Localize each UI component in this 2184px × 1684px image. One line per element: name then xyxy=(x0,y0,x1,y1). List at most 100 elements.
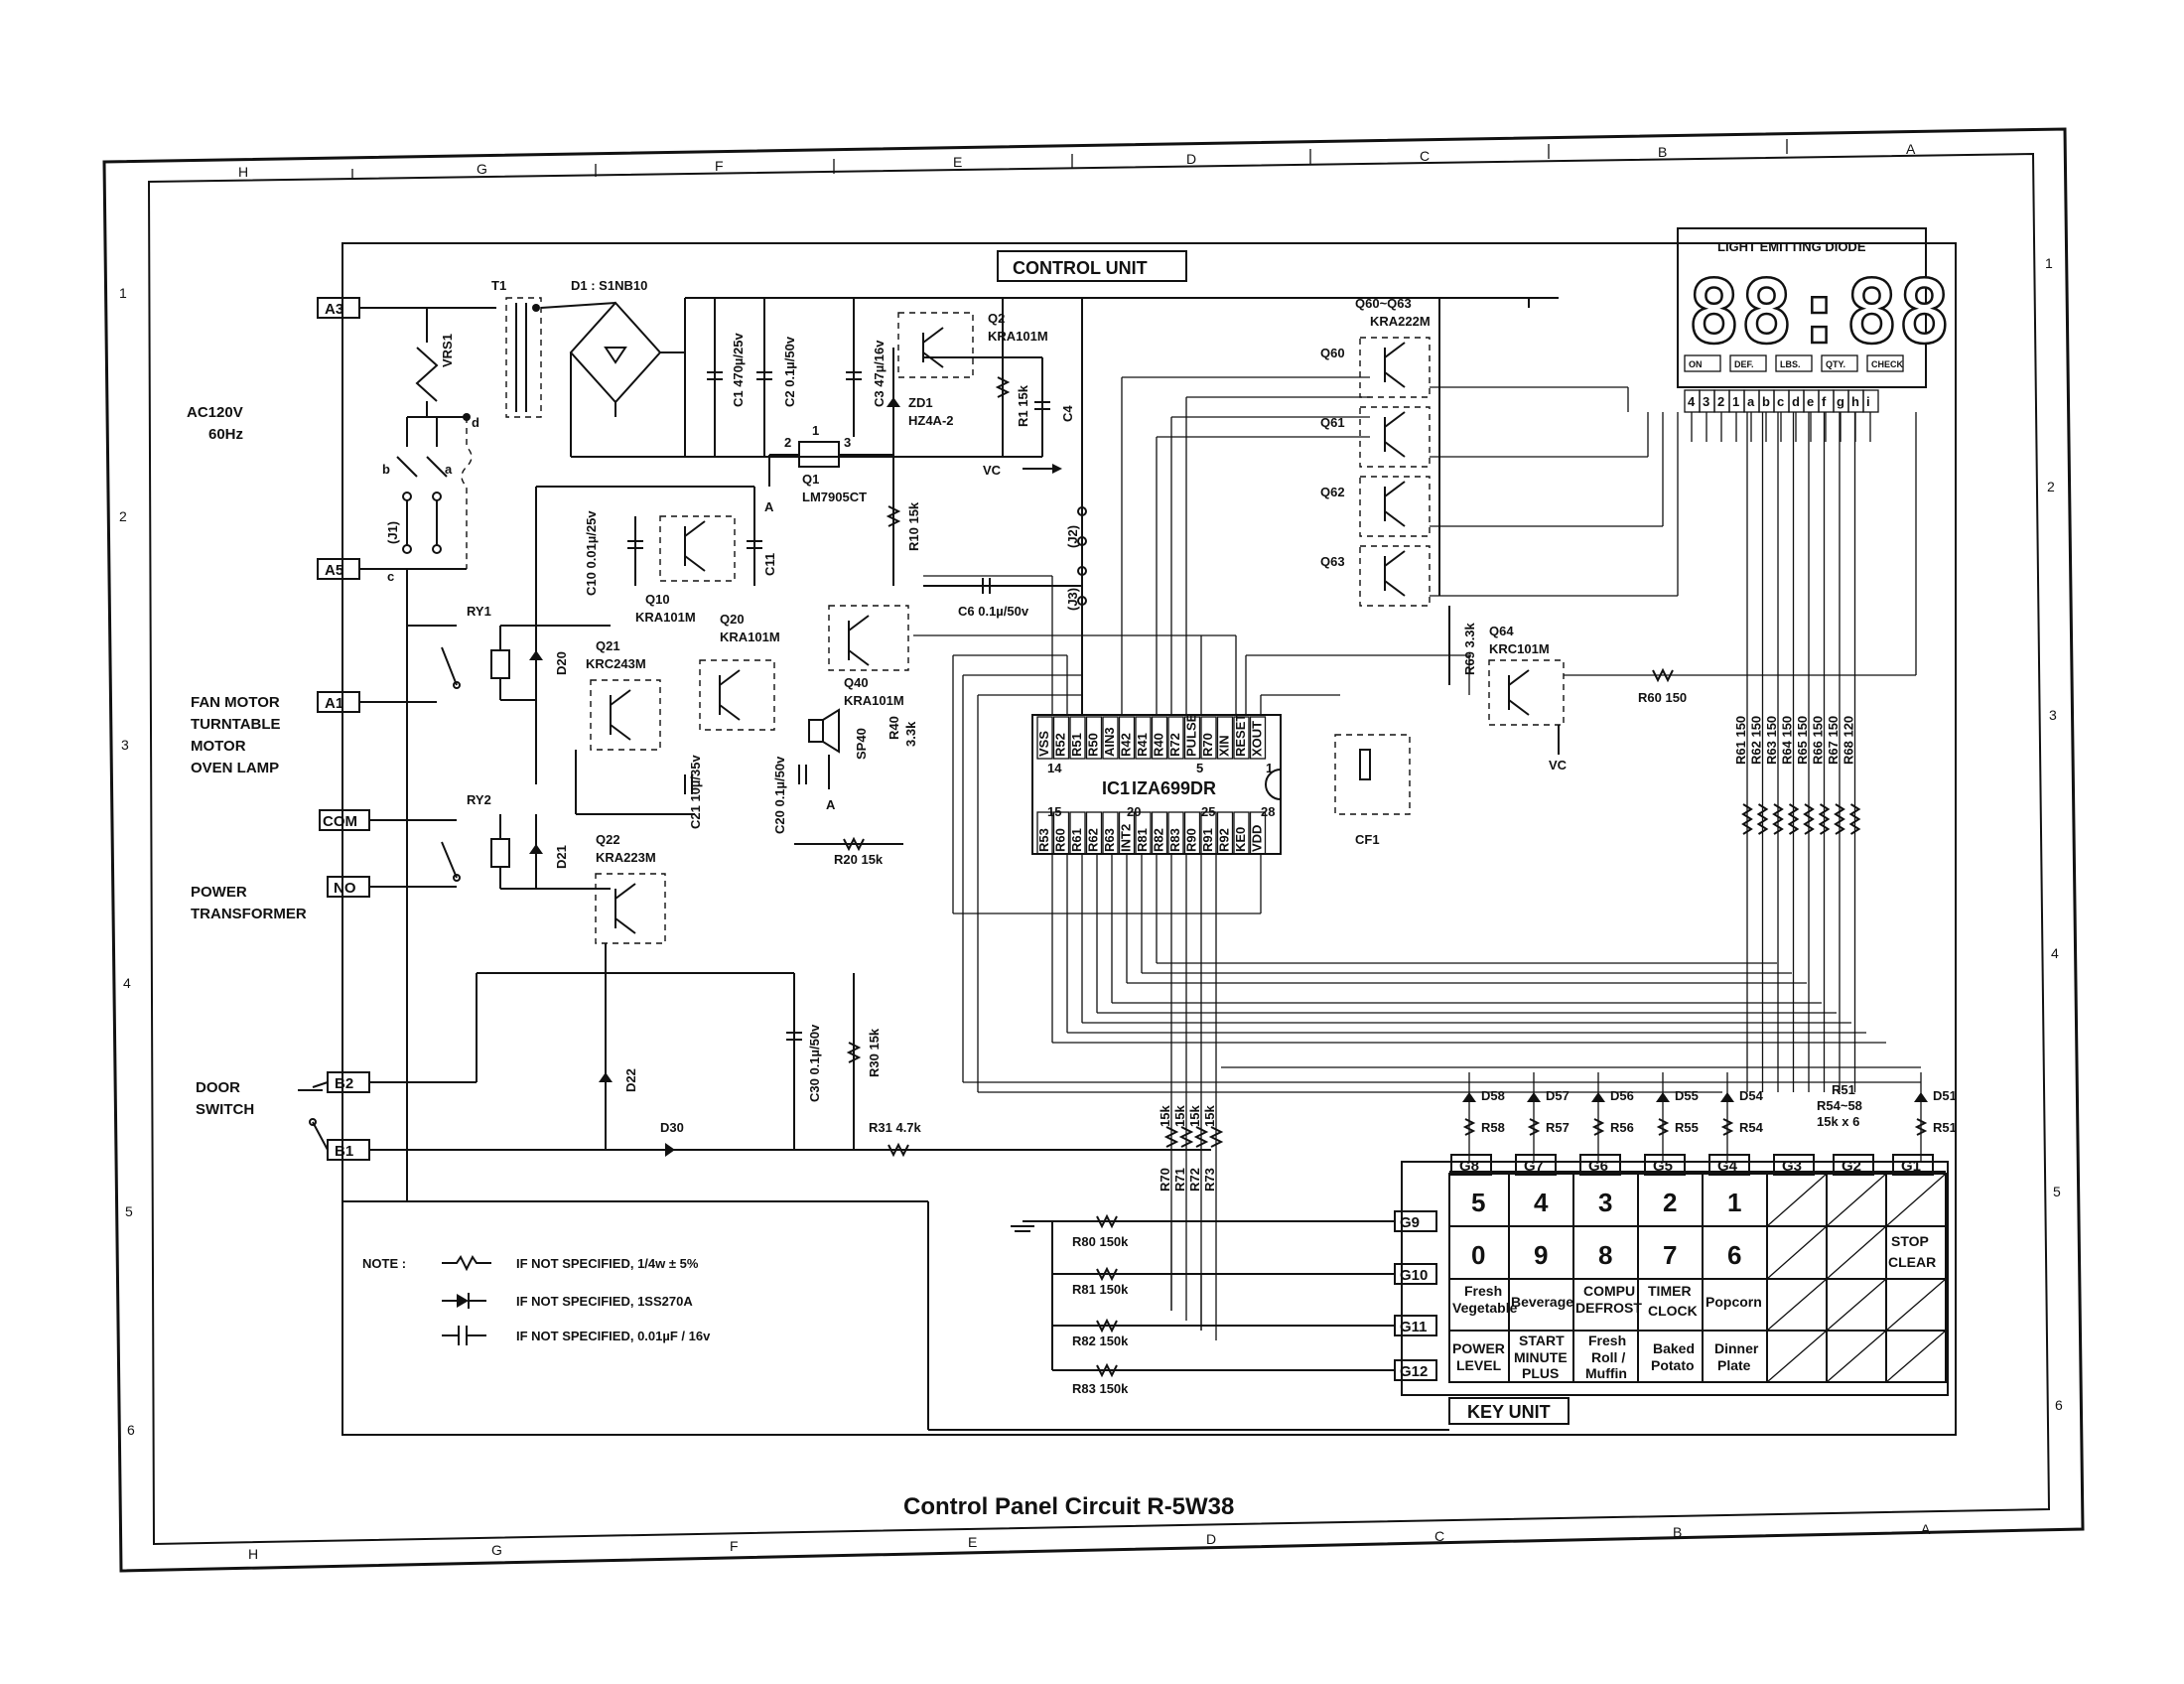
led-title: LIGHT EMITTING DIODE xyxy=(1717,239,1866,254)
fan-motor-label: FAN MOTOR xyxy=(191,694,280,711)
top-rail xyxy=(571,297,1559,496)
ic-pin-top-label: XOUT xyxy=(1250,721,1265,757)
grid-col-b-bottom: B xyxy=(1673,1524,1682,1540)
ic-pin-bottom-label: R62 xyxy=(1086,828,1101,852)
r51-group: R51 R54~58 15k x 6 xyxy=(1817,1082,1862,1129)
c6-label: C6 0.1µ/50v xyxy=(958,604,1029,619)
c2-label: C2 0.1µ/50v xyxy=(782,336,797,407)
segment-resistor-label: R66 150 xyxy=(1811,716,1826,765)
key-clear[interactable]: CLEAR xyxy=(1888,1254,1936,1270)
key-power-1[interactable]: POWER xyxy=(1452,1340,1505,1356)
led-pin: 4 xyxy=(1688,394,1696,409)
regulator-q1: 2 1 3 Q1 LM7905CT A xyxy=(764,423,893,514)
key-timer[interactable]: TIMER xyxy=(1648,1283,1692,1299)
transformer-t1: T1 xyxy=(491,278,542,418)
segment-resistor-label: R67 150 xyxy=(1826,716,1841,765)
key-roll-3[interactable]: Muffin xyxy=(1585,1365,1627,1381)
key-roll-2[interactable]: Roll / xyxy=(1591,1349,1625,1365)
bridge-d1: D1 : S1NB10 xyxy=(540,278,685,457)
c4-label: C4 xyxy=(1060,405,1075,422)
ic-pin-top-label: R70 xyxy=(1200,733,1215,757)
terminal-no: NO xyxy=(334,880,356,897)
terminal-a3: A3 xyxy=(325,301,343,318)
g-row-label: G11 xyxy=(1400,1319,1428,1335)
g-column-label: G3 xyxy=(1782,1158,1802,1175)
led-pin: d xyxy=(1792,394,1800,409)
r71-label: R71 xyxy=(1172,1168,1187,1192)
key-dinner-1[interactable]: Dinner xyxy=(1714,1340,1759,1356)
ic-pin-bottom-label: VDD xyxy=(1250,825,1265,852)
grid-row-1: 1 xyxy=(119,285,127,301)
key-5[interactable]: 5 xyxy=(1471,1188,1485,1217)
switch-d-label: d xyxy=(472,415,479,430)
g-row-label: G12 xyxy=(1400,1363,1428,1380)
d1-label: D1 : S1NB10 xyxy=(571,278,647,293)
key-minute-2[interactable]: PLUS xyxy=(1522,1365,1559,1381)
note-line-3: IF NOT SPECIFIED, 0.01µF / 16v xyxy=(516,1329,711,1343)
key-6[interactable]: 6 xyxy=(1727,1240,1741,1270)
grid-col-e-bottom: E xyxy=(968,1534,977,1550)
terminal-com: COM xyxy=(323,813,357,830)
key-3[interactable]: 3 xyxy=(1598,1188,1612,1217)
key-compu-1[interactable]: COMPU xyxy=(1583,1283,1635,1299)
c30-label: C30 0.1µ/50v xyxy=(807,1024,822,1102)
key-roll-1[interactable]: Fresh xyxy=(1588,1333,1626,1348)
r60-label: R60 150 xyxy=(1638,690,1687,705)
q21-part: KRC243M xyxy=(586,656,646,671)
key-1[interactable]: 1 xyxy=(1727,1188,1741,1217)
q22-part: KRA223M xyxy=(596,850,656,865)
grid-left-labels: 1 2 3 4 5 6 xyxy=(119,285,135,1438)
key-compu-2[interactable]: DEFROST xyxy=(1575,1300,1642,1316)
led-indicator: DEF. xyxy=(1734,359,1754,369)
grid-row-2-right: 2 xyxy=(2047,479,2055,494)
key-popcorn[interactable]: Popcorn xyxy=(1706,1294,1762,1310)
key-dinner-2[interactable]: Plate xyxy=(1717,1357,1751,1373)
key-diode-label: D58 xyxy=(1481,1088,1505,1103)
key-fresh-vegetable-2[interactable]: Vegetable xyxy=(1452,1300,1518,1316)
key-potato-2[interactable]: Potato xyxy=(1651,1357,1695,1373)
ic1-part: IZA699DR xyxy=(1132,778,1216,798)
key-minute-1[interactable]: MINUTE xyxy=(1514,1349,1568,1365)
key-potato-1[interactable]: Baked xyxy=(1653,1340,1695,1356)
q40-block: Q40 KRA101M SP40 R40 3.3k A xyxy=(808,605,918,812)
ic-pin-bottom-label: R81 xyxy=(1135,828,1150,852)
led-pin: 3 xyxy=(1703,394,1709,409)
r51-group-label: R51 xyxy=(1832,1082,1855,1097)
q1-label: Q1 xyxy=(802,472,819,487)
led-digits: 88:88 xyxy=(1688,261,1951,363)
key-0[interactable]: 0 xyxy=(1471,1240,1485,1270)
key-clock[interactable]: CLOCK xyxy=(1648,1303,1698,1319)
grid-row-1-right: 1 xyxy=(2045,255,2053,271)
row-resistors: R80 150k R81 150k R82 150k R83 150k xyxy=(1011,1213,1395,1396)
q20-label: Q20 xyxy=(720,612,745,627)
key-resistor-label: R55 xyxy=(1675,1120,1699,1135)
hz-label: 60Hz xyxy=(208,426,243,443)
led-pin: a xyxy=(1747,394,1755,409)
r10-label: R10 15k xyxy=(906,501,921,551)
key-beverage[interactable]: Beverage xyxy=(1511,1294,1573,1310)
ic-pin-bottom-label: R92 xyxy=(1217,828,1232,852)
key-8[interactable]: 8 xyxy=(1598,1240,1612,1270)
terminal-b2: B2 xyxy=(335,1075,353,1092)
key-9[interactable]: 9 xyxy=(1534,1240,1548,1270)
key-fresh-vegetable-1[interactable]: Fresh xyxy=(1464,1283,1502,1299)
grid-row-6-right: 6 xyxy=(2055,1397,2063,1413)
g-column-label: G8 xyxy=(1459,1158,1479,1175)
key-2[interactable]: 2 xyxy=(1663,1188,1677,1217)
led-pin: c xyxy=(1777,394,1784,409)
r30-label: R30 15k xyxy=(867,1028,882,1077)
ry2-label: RY2 xyxy=(467,792,491,807)
key-4[interactable]: 4 xyxy=(1534,1188,1549,1217)
jumpers: (J2) (J3) C6 0.1µ/50v xyxy=(923,496,1087,715)
grid-row-6: 6 xyxy=(127,1422,135,1438)
grid-row-4: 4 xyxy=(123,975,131,991)
grid-col-a: A xyxy=(1906,141,1916,157)
key-7[interactable]: 7 xyxy=(1663,1240,1677,1270)
key-start[interactable]: START xyxy=(1519,1333,1565,1348)
q64-block: Q64 KRC101M VC R69 3.3k R60 150 xyxy=(1448,412,1917,772)
q1-pin-3: 3 xyxy=(844,435,851,450)
key-power-2[interactable]: LEVEL xyxy=(1456,1357,1502,1373)
key-stop[interactable]: STOP xyxy=(1891,1233,1929,1249)
